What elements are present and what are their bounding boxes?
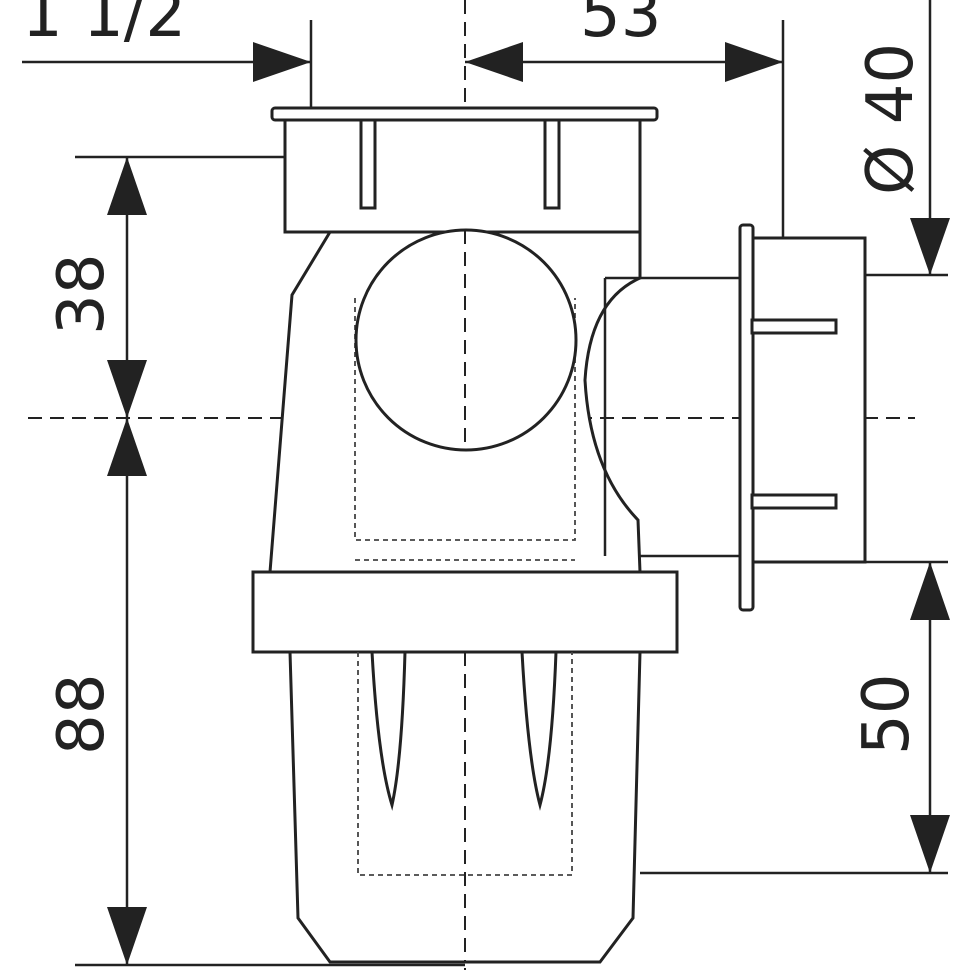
bottle-cup (288, 650, 642, 964)
dimension-lines (22, 0, 950, 967)
dim-outlet-height: 50 (850, 674, 924, 755)
inlet-cap (270, 106, 659, 234)
dim-inlet-thread: 1 1/2 (22, 0, 186, 52)
dim-outlet-diameter: Ø 40 (854, 43, 928, 195)
union-nut (251, 570, 679, 654)
dim-upper-height: 38 (45, 254, 119, 335)
dim-lower-height: 88 (45, 674, 119, 755)
outlet-connector (738, 223, 867, 612)
dim-horizontal-offset: 53 (580, 0, 661, 52)
